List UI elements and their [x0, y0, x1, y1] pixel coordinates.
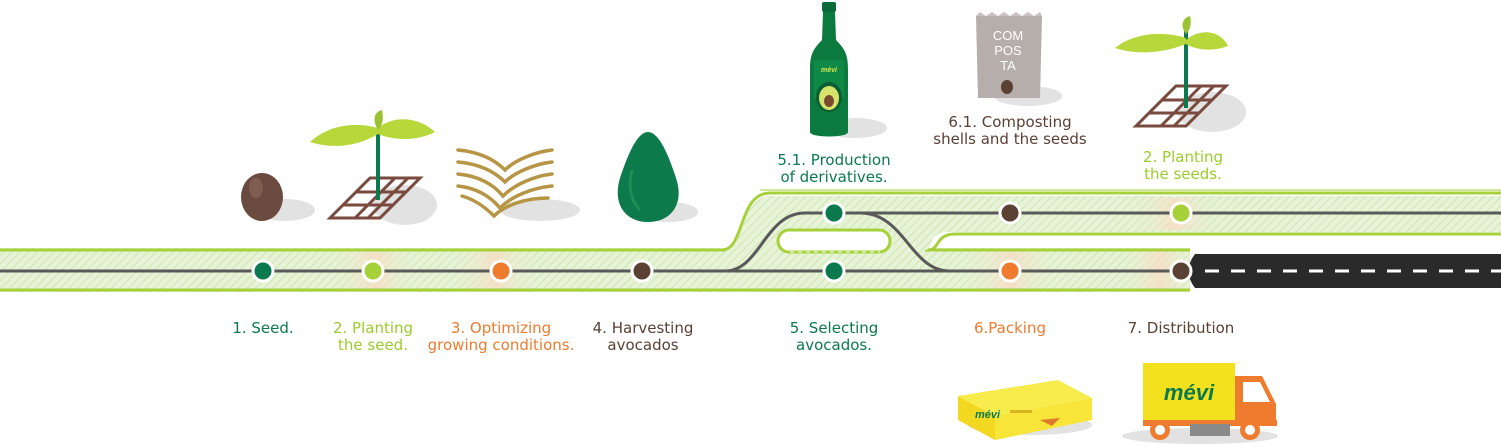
- label-selecting-line-2: avocados.: [796, 336, 872, 354]
- label-harvesting: 4. Harvesting avocados: [584, 320, 702, 354]
- compost-bag-icon: COM POS TA: [976, 12, 1062, 106]
- label-derivatives: 5.1. Production of derivatives.: [764, 152, 904, 186]
- station-composting: [998, 201, 1022, 225]
- seed-icon: [241, 173, 315, 221]
- compost-word-2: POS: [994, 43, 1022, 58]
- label-planting-line-1: 2. Planting: [332, 319, 414, 337]
- label-planting: 2. Planting the seed.: [318, 320, 428, 354]
- station-planting-seeds: [1169, 201, 1193, 225]
- label-composting-line-2: shells and the seeds: [933, 130, 1087, 148]
- label-seed-line-1: 1. Seed.: [232, 319, 294, 337]
- track-lines: [0, 211, 1501, 273]
- seedling-icon-2: [1115, 16, 1246, 132]
- station-seed: [251, 259, 275, 283]
- label-harvesting-line-2: avocados: [607, 336, 679, 354]
- label-selecting-line-1: 5. Selecting: [789, 319, 879, 337]
- packing-crate-icon: mévi: [958, 380, 1092, 440]
- label-derivatives-line-2: of derivatives.: [780, 168, 888, 186]
- station-dots: [251, 201, 1193, 283]
- label-planting-seeds-line-1: 2. Planting: [1142, 148, 1224, 166]
- label-distribution-line-1: 7. Distribution: [1127, 319, 1235, 337]
- label-composting-line-1: 6.1. Composting: [948, 113, 1072, 131]
- delivery-truck-icon: mévi: [1122, 363, 1278, 444]
- label-packing: 6.Packing: [960, 320, 1060, 337]
- oil-bottle-icon: mévi: [810, 2, 887, 138]
- compost-word-1: COM: [993, 28, 1023, 43]
- compost-word-3: TA: [1000, 58, 1016, 73]
- bottle-brand-label: mévi: [821, 67, 838, 74]
- avocado-icon: [617, 132, 698, 222]
- station-derivatives: [822, 201, 846, 225]
- label-optimizing-line-1: 3. Optimizing: [450, 319, 552, 337]
- label-derivatives-line-1: 5.1. Production: [777, 151, 891, 169]
- station-harvesting: [630, 259, 654, 283]
- label-optimizing-line-2: growing conditions.: [427, 336, 575, 354]
- label-optimizing: 3. Optimizing growing conditions.: [416, 320, 586, 354]
- station-packing: [998, 259, 1022, 283]
- label-packing-line-1: 6.Packing: [973, 319, 1046, 337]
- crop-rows-icon: [456, 148, 580, 221]
- crate-brand-label: mévi: [975, 409, 1001, 421]
- distribution-road: [1188, 254, 1501, 288]
- truck-brand-label: mévi: [1164, 380, 1215, 405]
- station-optimizing: [489, 259, 513, 283]
- station-selecting: [822, 259, 846, 283]
- label-harvesting-line-1: 4. Harvesting: [592, 319, 694, 337]
- label-selecting: 5. Selecting avocados.: [774, 320, 894, 354]
- label-planting-seeds-line-2: the seeds.: [1144, 165, 1222, 183]
- label-distribution: 7. Distribution: [1116, 320, 1246, 337]
- station-distribution: [1169, 259, 1193, 283]
- label-composting: 6.1. Composting shells and the seeds: [925, 114, 1095, 148]
- label-seed: 1. Seed.: [213, 320, 313, 337]
- station-planting: [361, 259, 385, 283]
- label-planting-seeds: 2. Planting the seeds.: [1128, 149, 1238, 183]
- seedling-icon: [310, 110, 437, 225]
- label-planting-line-2: the seed.: [338, 336, 408, 354]
